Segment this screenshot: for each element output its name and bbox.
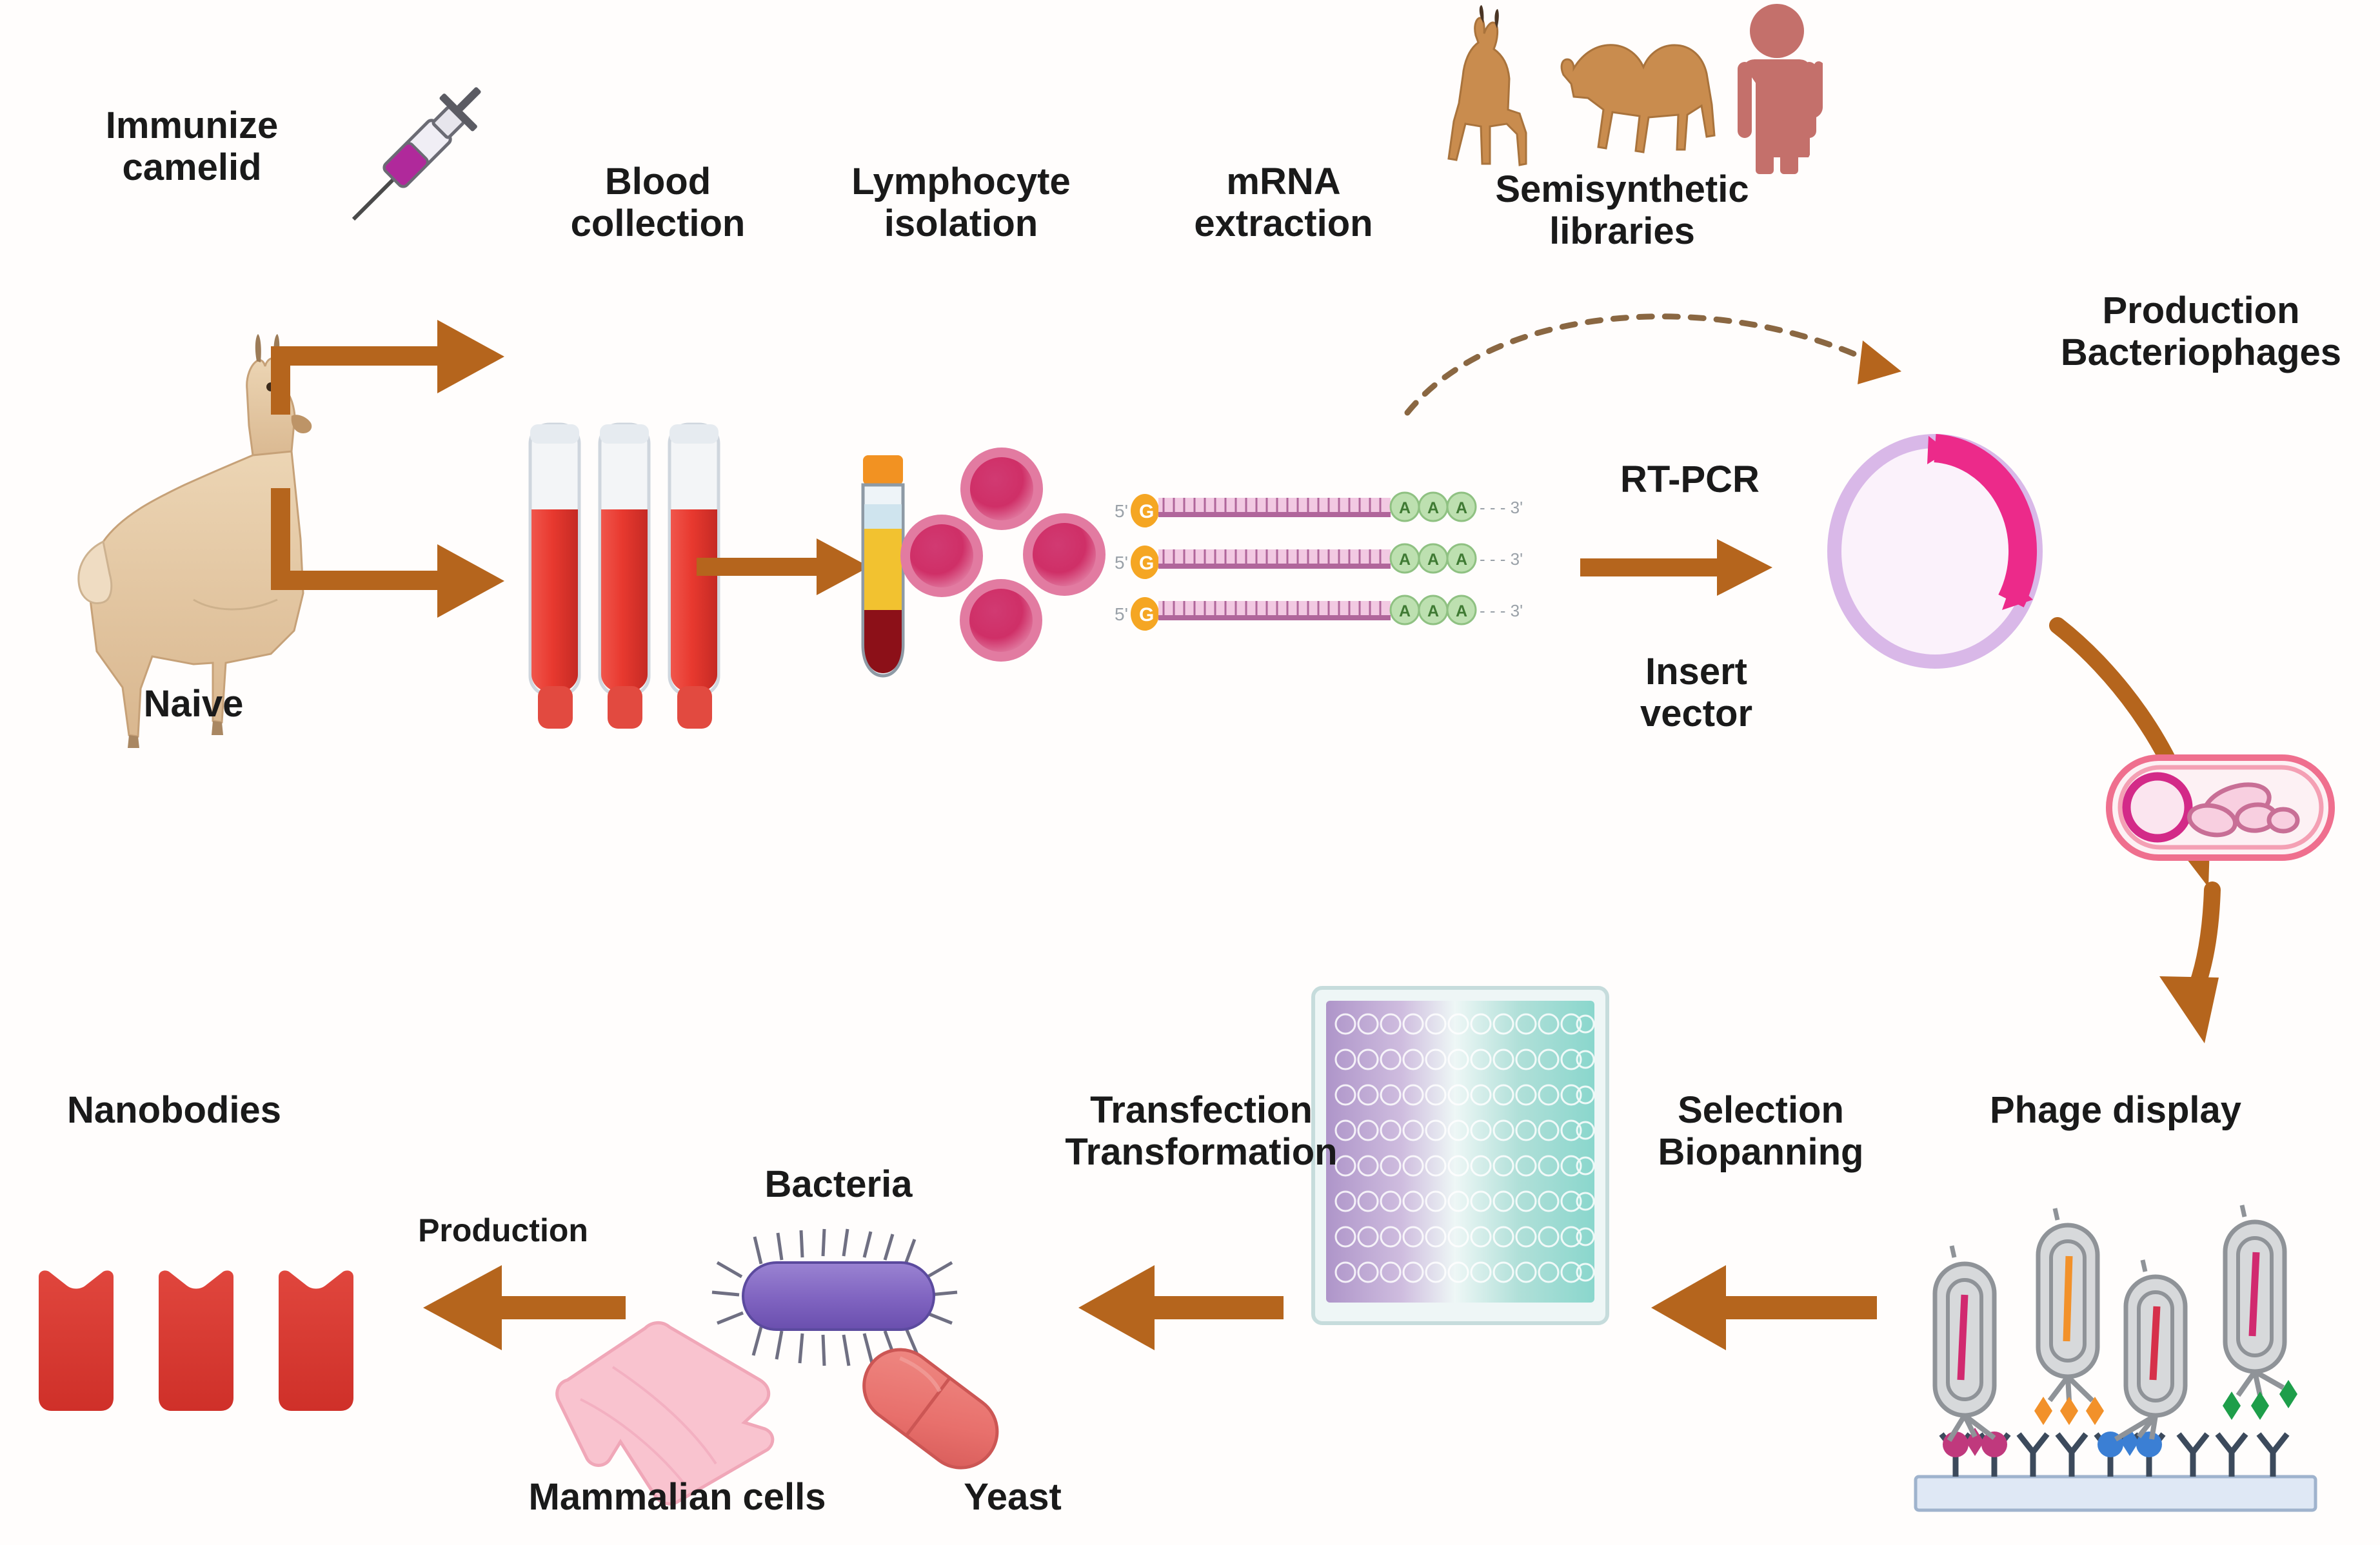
blood-collection-tubes	[528, 422, 720, 729]
bacteria-cell-icon	[711, 1228, 958, 1366]
svg-text:- - - 3': - - - 3'	[1480, 549, 1523, 569]
mrna-strand: 5' G	[1115, 543, 1523, 579]
svg-text:G: G	[1139, 553, 1154, 574]
centrifuge-tube-icon	[861, 455, 905, 678]
arrow-plate-to-cells	[1078, 1265, 1284, 1350]
label-lymphocyte-isolation: Lymphocyte isolation	[851, 161, 1071, 244]
label-naive: Naive	[143, 683, 244, 725]
human-icon-small	[1738, 4, 1823, 174]
branch-arrow-naive	[271, 488, 504, 618]
svg-text:A: A	[1427, 499, 1439, 517]
label-transfection-transformation: Transfection Transformation	[1065, 1089, 1338, 1173]
arrow-blood-to-lymphocyte	[697, 538, 869, 595]
phage-particle	[2114, 1259, 2188, 1442]
mrna-strands: 5' G	[1115, 491, 1523, 631]
svg-text:A: A	[1456, 602, 1467, 620]
phage-display-assembly	[1914, 1205, 2317, 1512]
svg-text:5': 5'	[1115, 604, 1128, 624]
camel-icon-small	[1560, 44, 1716, 153]
arrow-bacteria-to-phage-display	[2159, 881, 2221, 1043]
label-immunize-camelid: Immunize camelid	[105, 104, 279, 188]
label-blood-collection: Blood collection	[570, 161, 746, 244]
semisynthetic-library-icons	[1447, 4, 1823, 174]
bacterial-cell-with-phages	[2106, 754, 2335, 861]
svg-text:A: A	[1399, 499, 1411, 517]
nanobody-icons	[39, 1270, 353, 1411]
arrow-production	[423, 1265, 626, 1350]
arrow-rtpcr	[1580, 539, 1772, 596]
mrna-strand: 5' G	[1115, 491, 1523, 527]
svg-text:A: A	[1456, 499, 1467, 517]
yeast-cell-icon	[862, 1348, 999, 1470]
label-semisynthetic-libraries: Semisynthetic libraries	[1495, 168, 1749, 252]
arrow-phage-to-plate	[1651, 1265, 1877, 1350]
svg-text:- - - 3': - - - 3'	[1480, 601, 1523, 620]
svg-text:A: A	[1399, 551, 1411, 569]
svg-text:5': 5'	[1115, 553, 1128, 573]
svg-text:G: G	[1139, 501, 1154, 522]
label-phage-display: Phage display	[1989, 1089, 2242, 1131]
phage-particle	[2034, 1208, 2104, 1425]
mrna-strand: 5' G	[1115, 595, 1523, 631]
label-production: Production	[418, 1212, 588, 1248]
label-production-bacteriophages: Production Bacteriophages	[2060, 290, 2342, 373]
svg-text:- - - 3': - - - 3'	[1480, 498, 1523, 517]
label-bacteria: Bacteria	[764, 1163, 913, 1205]
label-insert-vector: Insert vector	[1640, 651, 1753, 734]
label-mammalian-cells: Mammalian cells	[528, 1476, 826, 1518]
label-mrna-extraction: mRNA extraction	[1194, 161, 1373, 244]
label-selection-biopanning: Selection Biopanning	[1658, 1089, 1864, 1173]
svg-text:A: A	[1399, 602, 1411, 620]
syringe-icon	[352, 87, 481, 221]
svg-text:G: G	[1139, 604, 1154, 625]
label-rt-pcr: RT-PCR	[1620, 458, 1760, 500]
svg-text:A: A	[1427, 551, 1439, 569]
phage-particle	[2223, 1205, 2297, 1420]
svg-text:5': 5'	[1115, 501, 1128, 521]
llama-icon-small	[1447, 5, 1527, 166]
branch-arrow-immunize	[271, 320, 504, 415]
dashed-curve-arrow	[1404, 313, 1901, 416]
lymphocyte-cells	[900, 448, 1106, 662]
label-yeast: Yeast	[964, 1476, 1062, 1518]
svg-text:A: A	[1427, 602, 1439, 620]
label-nanobodies: Nanobodies	[67, 1089, 281, 1131]
phage-particle	[1932, 1245, 1997, 1442]
svg-text:A: A	[1456, 551, 1467, 569]
plasmid-vector-icon	[1827, 434, 2043, 669]
arrow-plasmid-to-bacteria	[2049, 617, 2211, 887]
